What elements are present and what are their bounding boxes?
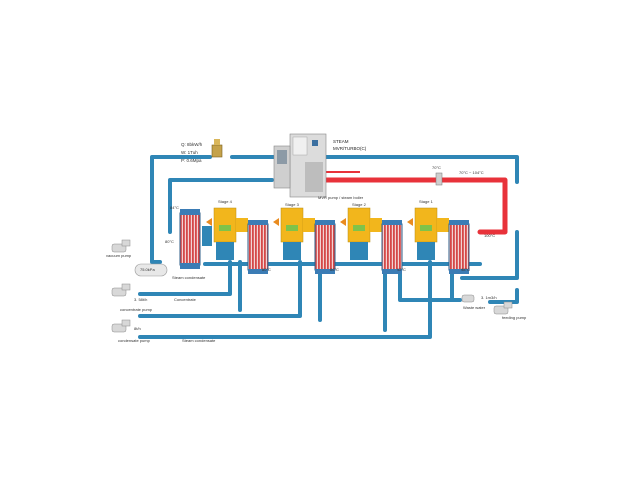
waste-water-pipe [398,260,462,302]
concentrate-flow-label: 3. 58t/h [134,297,148,302]
condensate-flow-label: 8t/h [134,326,141,331]
stage-label-1: Stage 4 [218,199,232,204]
steam-pipe-label-1: 70°C [432,165,441,170]
flow-arrow [407,218,413,226]
level-gauge [420,225,432,231]
steam-pipe [322,177,508,235]
right-tag: 100°C [484,233,496,238]
waste-pump-icon [461,294,475,303]
flow-arrow [206,218,212,226]
level-gauge [219,225,231,231]
concentrate-pump-label: concentrate pump [120,307,153,312]
condensate-line-2 [138,260,302,318]
stage-label-4: Stage 1 [419,199,433,204]
stage-temp-1: 80°C [262,267,271,272]
stage-temp-4: 98°C [461,267,470,272]
flow-arrow [273,218,279,226]
steam-condensate-label-2: Steam condensate [182,338,216,343]
steam-main [322,177,508,235]
feed-flow-label: 3. 1m3/h [481,295,497,300]
tube-bundle [314,223,336,271]
left-tag-1: 84°C [170,205,179,210]
tube-bundle-top [449,220,469,225]
feed-pump-icon [493,301,513,315]
level-gauge [286,225,298,231]
waste-water-label: Waste water [463,305,486,310]
vacuum-tank-label: 75.0kPa [140,267,155,272]
steam-flow-meter [435,172,443,186]
tube-bundle-top [248,220,268,225]
steam-condensate-label-1: Steam condensate [172,275,206,280]
controller-line-1: Q: 8bkW/h [181,142,203,147]
stage-4 [407,207,470,274]
flow-arrow [340,218,346,226]
concentrate-bottom-pipe [138,260,232,296]
level-gauge [353,225,365,231]
tube-bundle-bottom [382,269,402,274]
mvr-subtitle: MVR/TURBO(C) [333,146,367,151]
lower-chamber [283,242,301,260]
lower-chamber [417,242,435,260]
stage-label-3: Stage 2 [352,202,366,207]
vacuum-tank [134,263,168,277]
stage-temp-3: 92°C [397,267,406,272]
tube-bundle [381,223,403,271]
condensate-pump-label: condensate pump [118,338,150,343]
lower-chamber [216,242,234,260]
separator-duct [437,218,449,232]
generator-to-right-pipe [323,155,519,184]
tube-bundle-top [382,220,402,225]
mvr-generator [273,133,327,198]
control-valve [211,139,223,158]
left-tag-2: 80°C [165,239,174,244]
separator-duct [303,218,315,232]
feed-pump-line [488,288,519,304]
stage-label-2: Stage 3 [285,202,299,207]
stage-3 [340,207,403,274]
top-return-pipe [150,155,212,264]
mvr-pump-label: MVR pump / steam boiler [318,195,364,200]
lower-chamber [350,242,368,260]
controller-return-pipe [168,178,274,234]
tube-bundle-bottom [449,269,469,274]
evaporation-stages [206,207,470,274]
right-feed-pipe [460,230,519,280]
steam-condensate-bottom-pipe [138,260,432,339]
feed-pump-label: feeding pump [502,315,527,320]
pump-icons [111,239,513,333]
tube-bundle-top [315,220,335,225]
tube-bundle [448,223,470,271]
separator-duct [236,218,248,232]
concentrate-label: Concentrate [174,297,196,302]
condensate-pump-icon [111,319,131,333]
concentrate-pump-icon [111,283,131,297]
tube-bundle [247,223,269,271]
stage-temp-2: 86°C [330,267,339,272]
steam-pipe-label-2: 70°C ~ 104°C [459,170,484,175]
vacuum-pump-label: vacuum pump [106,253,132,258]
left-condenser [179,209,212,269]
vacuum-pump-icon [111,239,131,253]
controller-line-3: P: 0.6Mpa [181,158,202,163]
tube-bundle-bottom [315,269,335,274]
tube-bundle-bottom [248,269,268,274]
stage-1 [206,207,269,274]
stage-2 [273,207,336,274]
mvr-title: STEAM [333,139,349,144]
controller-line-2: W: 1Tuh [181,150,198,155]
separator-duct [370,218,382,232]
